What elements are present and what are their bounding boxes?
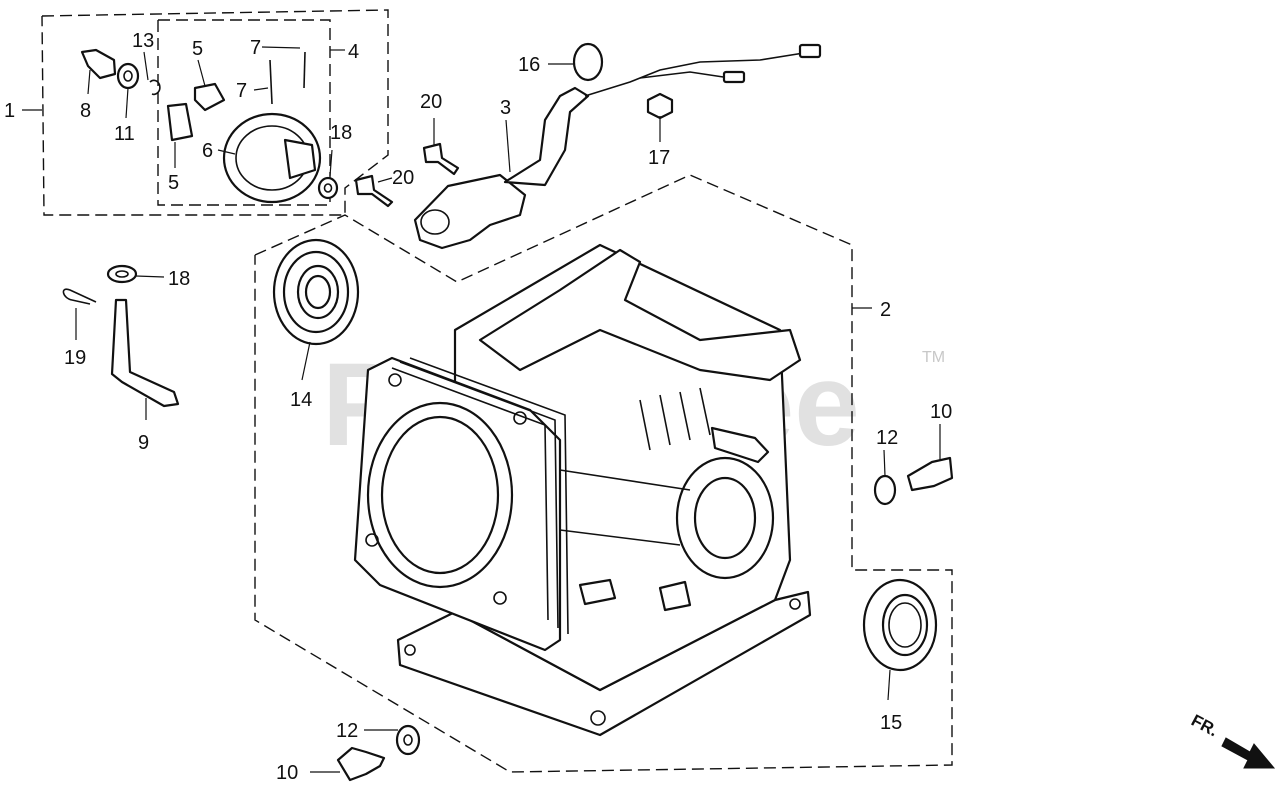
callout-20-upper: 20 — [420, 91, 442, 113]
nut-17 — [646, 92, 674, 120]
front-arrow-icon — [1221, 737, 1276, 769]
crankcase-lug — [658, 580, 692, 612]
bolt-10-right-group — [873, 456, 954, 506]
boundary-crankcase — [254, 174, 953, 773]
callout-5-upper: 5 — [192, 38, 203, 60]
cylinder-bore-inner — [380, 415, 500, 575]
callout-8: 8 — [80, 100, 91, 122]
callout-9: 9 — [138, 432, 149, 454]
callout-1: 1 — [4, 100, 15, 122]
governor-weight-lower — [166, 102, 194, 142]
crankcase-strut-2 — [559, 529, 681, 546]
governor-weight-upper — [193, 82, 226, 112]
washer-18-lower — [106, 264, 138, 284]
clip — [149, 79, 161, 96]
side-fins — [639, 387, 711, 451]
group-boundaries — [41, 9, 953, 773]
r-clip — [62, 288, 97, 305]
oil-seal — [862, 578, 938, 672]
callout-2: 2 — [880, 299, 891, 321]
thrust-washer — [116, 62, 140, 90]
crankcase-strut-1 — [559, 469, 691, 491]
o-ring — [572, 42, 604, 82]
governor-arm-parts — [62, 264, 180, 408]
pin-2 — [303, 51, 306, 89]
crank-bearing-bore — [693, 476, 757, 560]
front-direction-indicator: FR. — [1188, 711, 1276, 769]
bolt-10-lower-group — [336, 724, 421, 782]
connector-1 — [798, 43, 822, 59]
block-bolt-holes — [365, 373, 527, 605]
callout-3: 3 — [500, 97, 511, 119]
governor-sleeve — [80, 48, 117, 80]
callout-18-upper: 18 — [330, 122, 352, 144]
wire-lead-2 — [639, 71, 731, 79]
oil-level-switch — [354, 42, 822, 250]
callout-10-lower: 10 — [276, 762, 298, 784]
bolt-20-lower — [354, 174, 394, 208]
bolt-10-lower — [336, 746, 386, 782]
callout-7-lower: 7 — [236, 80, 247, 102]
crankcase-top-rail — [478, 248, 802, 382]
wire-lead — [584, 51, 811, 97]
leader-lines — [22, 46, 941, 773]
boundary-governor-assembly — [41, 9, 389, 216]
callout-7-upper: 7 — [250, 37, 261, 59]
callout-12-lower: 12 — [336, 720, 358, 742]
callout-13: 13 — [132, 30, 154, 52]
callout-14: 14 — [290, 389, 312, 411]
crankcase-tab — [578, 578, 617, 606]
callout-12-right: 12 — [876, 427, 898, 449]
callout-15: 15 — [880, 712, 902, 734]
callout-17: 17 — [648, 147, 670, 169]
ball-bearing — [272, 238, 360, 346]
callout-10-right: 10 — [930, 401, 952, 423]
base-hole-left — [404, 644, 416, 656]
switch-tube — [503, 86, 590, 187]
crankcase-stud — [710, 426, 770, 464]
callout-18-lower: 18 — [168, 268, 190, 290]
base-hole-right — [590, 710, 606, 726]
callout-11: 11 — [114, 123, 135, 145]
connector-2 — [722, 70, 746, 84]
cylinder-fins — [391, 357, 569, 635]
governor-gear — [222, 112, 322, 204]
callout-5-lower: 5 — [168, 172, 179, 194]
boundary-governor-holder — [157, 19, 331, 206]
callout-19: 19 — [64, 347, 86, 369]
watermark-tm: TM — [922, 349, 945, 366]
callout-6: 6 — [202, 140, 213, 162]
base-hole-far — [789, 598, 801, 610]
callout-labels: 1 2 3 4 5 5 6 7 7 8 9 10 10 11 12 12 13 … — [4, 30, 952, 784]
governor-arm-shaft — [110, 298, 180, 408]
pin-1 — [269, 59, 273, 105]
washer-12-lower — [395, 724, 421, 756]
governor-parts — [80, 48, 339, 204]
bolt-20-upper — [422, 142, 460, 176]
switch-body — [413, 173, 527, 250]
front-label: FR. — [1188, 711, 1221, 741]
callout-4: 4 — [348, 41, 359, 63]
crankcase — [353, 243, 812, 737]
callout-20-lower: 20 — [392, 167, 414, 189]
bolt-10-right — [906, 456, 954, 492]
washer-12-right — [873, 474, 897, 506]
callout-16: 16 — [518, 54, 540, 76]
washer-18-upper — [317, 176, 339, 200]
